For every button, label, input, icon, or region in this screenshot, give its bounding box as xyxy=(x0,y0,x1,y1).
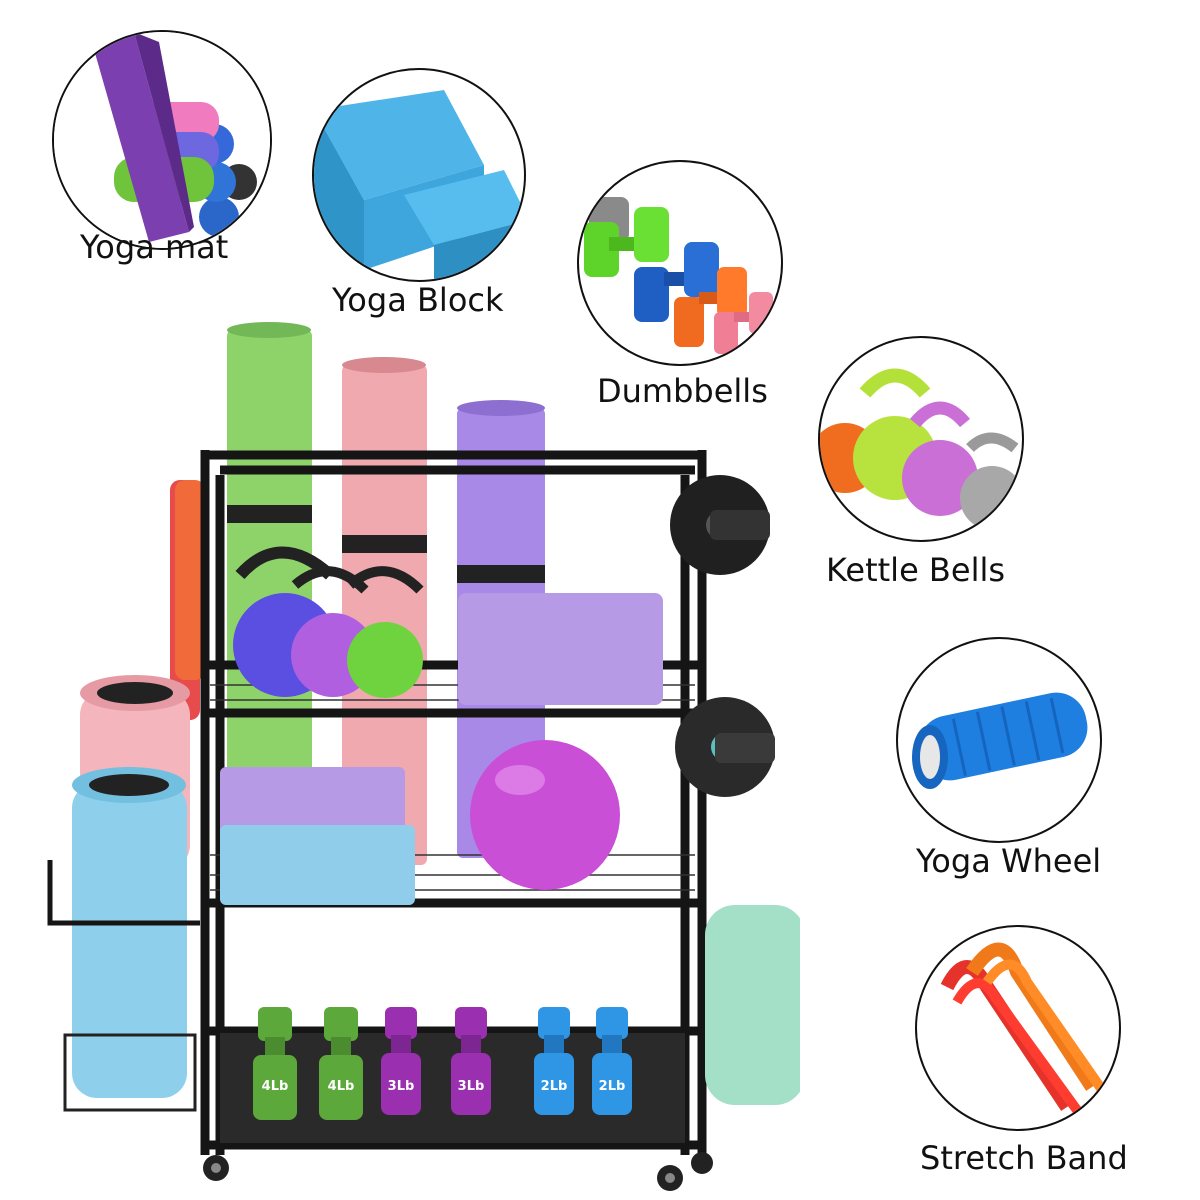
dumbbell-tag-6: 2Lb xyxy=(599,1079,626,1094)
green-kettlebell xyxy=(347,622,423,698)
yoga-wheel-image xyxy=(912,692,1088,789)
storage-rack-image: 4Lb 4Lb 3Lb 3Lb 2Lb 2Lb xyxy=(47,322,800,1191)
caster-wheels xyxy=(203,1152,713,1191)
blue-foam-roller xyxy=(72,783,187,1098)
dumbbell-tag-1: 4Lb xyxy=(262,1079,289,1094)
dumbbells-image xyxy=(584,197,773,354)
yoga-block-label: Yoga Block xyxy=(332,281,504,319)
yoga-mat-image xyxy=(54,32,270,248)
lilac-yoga-block xyxy=(458,593,663,705)
yoga-block-bubble xyxy=(312,68,526,282)
dumbbell-tag-3: 3Lb xyxy=(388,1079,415,1094)
dumbbells-bubble xyxy=(577,160,783,366)
yoga-wheel-label: Yoga Wheel xyxy=(916,842,1102,880)
kettle-bells-bubble xyxy=(818,336,1024,542)
kettle-bells-image xyxy=(820,368,1022,530)
dumbbell-tag-5: 2Lb xyxy=(541,1079,568,1094)
stretch-band-bubble xyxy=(915,925,1121,1131)
stretch-band-label: Stretch Band xyxy=(920,1139,1128,1177)
stretch-band-image xyxy=(940,942,1112,1120)
exercise-ball xyxy=(470,740,620,890)
yoga-mat-bubble xyxy=(52,30,272,250)
yoga-wheel-bubble xyxy=(896,637,1102,843)
dumbbell-set xyxy=(253,1007,632,1120)
yoga-block-image xyxy=(314,90,524,280)
pink-yoga-mat xyxy=(342,365,427,865)
dumbbell-tag-2: 4Lb xyxy=(328,1079,355,1094)
dumbbell-tag-4: 3Lb xyxy=(458,1079,485,1094)
mint-yoga-wheel xyxy=(705,905,800,1105)
dumbbells-label: Dumbbells xyxy=(597,372,768,410)
side-basket xyxy=(63,1033,197,1112)
yoga-mat-label: Yoga mat xyxy=(80,228,229,266)
blue-yoga-block-middle xyxy=(220,825,415,905)
kettle-bells-label: Kettle Bells xyxy=(826,551,1006,589)
